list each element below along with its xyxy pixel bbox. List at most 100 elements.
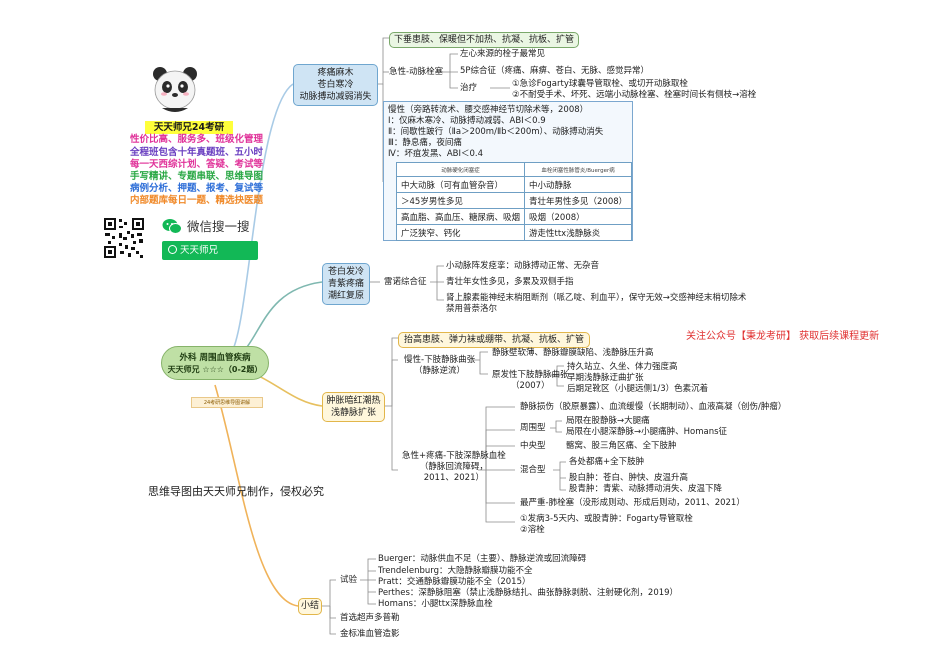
table-cell: ＞45岁男性多见 bbox=[395, 192, 526, 209]
central-tag: 24考研思维导图讲解 bbox=[191, 397, 263, 408]
chronic-line: Ⅱ：间歇性跛行（Ⅱa＞200m/Ⅱb＜200m）、动脉搏动消失 bbox=[388, 127, 604, 137]
dvt-central-label: 中央型 bbox=[520, 441, 546, 451]
brand-slogan-line: 每一天西综计划、答疑、考试等 bbox=[130, 159, 264, 170]
brand-slogan-line: 性价比高、服务多、班级化管理 bbox=[130, 134, 264, 145]
label-line: 2011、2021） bbox=[423, 473, 484, 483]
panda-logo bbox=[150, 64, 200, 116]
primary-varicose-item: 持久站立、久坐、体力强度高 bbox=[567, 362, 678, 372]
central-tag-text: 24考研思维导图讲解 bbox=[203, 400, 251, 406]
primary-varicose-item: 早期浅静脉迂曲扩张 bbox=[567, 373, 644, 383]
dvt-virchow: 静脉损伤（胶原暴露）、血流缓慢（长期制动）、血液高凝（创伤/肿瘤） bbox=[520, 402, 787, 412]
primary-varicose-item: 后期足靴区（小腿远侧1/3）色素沉着 bbox=[567, 384, 709, 394]
wechat-logo bbox=[162, 218, 182, 235]
table-cell: 青壮年男性多见（2008） bbox=[524, 192, 633, 209]
follow-notice: 关注公众号【秉龙考研】 获取后续课程更新 bbox=[686, 331, 880, 342]
table-cell: 吸烟（2008） bbox=[524, 208, 633, 225]
gold-standard-exam: 金标准血管造影 bbox=[340, 629, 400, 639]
brand-slogan-line: 手写精讲、专题串联、思维导图 bbox=[130, 171, 264, 182]
branch3-line: 肿胀暗红潮热 bbox=[326, 396, 381, 406]
chronic-line: Ⅳ：坏疽发黑、ABI＜0.4 bbox=[388, 149, 484, 159]
branch2-line: 潮红复原 bbox=[327, 291, 364, 301]
chronic-line: Ⅰ：仅麻木寒冷、动脉搏动减弱、ABI＜0.9 bbox=[388, 116, 546, 126]
dvt-mixed-item: 各处都痛+全下肢肿 bbox=[569, 457, 645, 467]
dvt-mixed-item: 股青肿：青紫、动脉搏动消失、皮温下降 bbox=[569, 484, 723, 494]
wechat-search-bar[interactable]: 天天师兄 bbox=[162, 241, 258, 260]
venous-chronic-item: 静脉壁软薄、静脉瓣膜缺陷、浅静脉压升高 bbox=[492, 348, 654, 358]
table-cell: 中小动静脉 bbox=[524, 176, 633, 193]
dvt-mixed-label: 混合型 bbox=[520, 465, 546, 475]
brand-slogan-line: 内部题库每日一题、精选抉医题 bbox=[130, 195, 264, 206]
branch3-treatment-header: 抬高患肢、弹力袜或绷带、抗凝、抗板、扩管 bbox=[398, 332, 591, 348]
central-title: 外科 周围血管疾病 bbox=[179, 353, 251, 363]
acute-arterial-item: 5P综合征（疼痛、麻痹、苍白、无脉、感觉异常） bbox=[460, 66, 650, 76]
brand-title: 天天师兄24考研 bbox=[145, 121, 233, 134]
chronic-line: Ⅲ：静息痛，夜间痛 bbox=[388, 138, 462, 148]
branch1-line: 动脉搏动减弱消失 bbox=[299, 92, 372, 102]
label-line: 慢性-下肢静脉曲张 bbox=[404, 355, 476, 365]
search-text: 天天师兄 bbox=[180, 245, 219, 256]
branch2-line: 苍白发冷 bbox=[327, 267, 364, 277]
branch2-line: 青紫疼痛 bbox=[327, 279, 364, 289]
table-header: 动脉硬化闭塞症 bbox=[395, 162, 526, 177]
branch3-line: 浅静脉扩张 bbox=[330, 408, 376, 418]
table-cell: 中大动脉（可有血管杂音） bbox=[395, 176, 526, 193]
table-row: 中大动脉（可有血管杂音） 中小动静脉 bbox=[395, 176, 633, 193]
dvt-treatment: ②溶栓 bbox=[520, 525, 545, 535]
dvt-label: 急性+疼痛-下肢深静脉血栓 （静脉回流障碍， 2011、2021） bbox=[402, 451, 506, 484]
label-line: （静脉回流障碍， bbox=[419, 462, 488, 472]
branch1-line: 疼痛麻木 bbox=[317, 68, 354, 78]
dvt-central-item: 髂窝、股三角区痛、全下肢肿 bbox=[566, 441, 677, 451]
raynaud-item: 禁用普萘洛尔 bbox=[446, 304, 498, 314]
clinical-test: Homans：小腿ttx深静脉血栓 bbox=[378, 599, 493, 609]
brand-slogan-line: 病例分析、押题、报考、复试等 bbox=[130, 183, 264, 194]
search-icon bbox=[168, 245, 177, 254]
acute-treatment-item: ②不耐受手术、坏死、远端小动脉栓塞、栓塞时间长有侧枝→溶栓 bbox=[512, 90, 757, 100]
primary-varicose-label: 原发性下肢静脉曲张 （2007） bbox=[492, 370, 569, 392]
brand-slogan-line: 全程班包含十年真题班、五小时 bbox=[130, 147, 264, 158]
branch1-treatment-header: 下垂患肢、保暖但不加热、抗凝、抗板、扩管 bbox=[389, 32, 580, 48]
venous-chronic-label: 慢性-下肢静脉曲张 （静脉逆流） bbox=[404, 355, 475, 377]
wechat-search-label: 微信搜一搜 bbox=[187, 219, 250, 234]
acute-arterial-item: 左心来源的栓子最常见 bbox=[460, 49, 546, 59]
clinical-test: Perthes：深静脉阻塞（禁止浅静脉结扎、曲张静脉剥脱、注射硬化剂，2019） bbox=[378, 588, 679, 598]
central-subtitle: 天天师兄 ☆☆☆（0-2题） bbox=[167, 365, 263, 374]
qr-code bbox=[103, 217, 145, 259]
table-header: 血栓闭塞性脉管炎/Buerger病 bbox=[524, 162, 633, 177]
first-choice-exam: 首选超声多普勒 bbox=[340, 613, 400, 623]
central-node[interactable]: 外科 周围血管疾病 天天师兄 ☆☆☆（0-2题） bbox=[161, 346, 269, 380]
table-cell: 广泛狭窄、钙化 bbox=[395, 224, 526, 241]
branch1-line: 苍白寒冷 bbox=[317, 80, 354, 90]
branch2-node[interactable]: 苍白发冷 青紫疼痛 潮红复原 bbox=[322, 263, 370, 305]
raynaud-label: 雷诺综合征 bbox=[384, 277, 427, 287]
raynaud-item: 肾上腺素能神经末梢阻断剂（哌乙啶、利血平），保守无效→交感神经末梢切除术 bbox=[446, 293, 747, 303]
clinical-test: Pratt：交通静脉瓣膜功能不全（2015） bbox=[378, 577, 531, 587]
dvt-peripheral-item: 局限在股静脉→大腿痛 bbox=[566, 416, 650, 426]
dvt-peripheral-label: 周围型 bbox=[520, 423, 546, 433]
raynaud-item: 小动脉阵发痉挛：动脉搏动正常、无杂音 bbox=[446, 261, 600, 271]
table-row: 高血脂、高血压、糖尿病、吸烟 吸烟（2008） bbox=[395, 208, 633, 225]
label-line: 原发性下肢静脉曲张 bbox=[492, 370, 569, 380]
label-line: 急性+疼痛-下肢深静脉血栓 bbox=[402, 451, 506, 461]
label-line: （2007） bbox=[510, 381, 550, 391]
chronic-line: 慢性（旁路转流术、腰交感神经节切除术等，2008） bbox=[388, 105, 589, 115]
clinical-test: Trendelenburg：大隐静脉瓣膜功能不全 bbox=[378, 566, 533, 576]
table-row: ＞45岁男性多见 青壮年男性多见（2008） bbox=[395, 192, 633, 209]
summary-node[interactable]: 小结 bbox=[298, 598, 322, 615]
acute-treatment-item: ①急诊Fogarty球囊导管取栓、或切开动脉取栓 bbox=[512, 79, 688, 89]
dvt-mixed-item: 股白肿：苍白、肿快、皮温升高 bbox=[569, 473, 689, 483]
table-cell: 游走性ttx浅静脉炎 bbox=[524, 224, 633, 241]
test-label: 试验 bbox=[340, 575, 358, 585]
raynaud-item: 青壮年女性多见，多累及双侧手指 bbox=[446, 277, 574, 287]
branch1-node[interactable]: 疼痛麻木 苍白寒冷 动脉搏动减弱消失 bbox=[293, 64, 378, 106]
dvt-treatment: ①发病3-5天内、或股青肿：Fogarty导管取栓 bbox=[520, 514, 693, 524]
acute-treatment-label: 治疗 bbox=[460, 83, 478, 93]
dvt-severe: 最严重-肺栓塞（没形成则动、形成后则动，2011、2021） bbox=[520, 498, 745, 508]
comparison-table: 动脉硬化闭塞症 血栓闭塞性脉管炎/Buerger病 中大动脉（可有血管杂音） 中… bbox=[395, 162, 633, 241]
copyright-notice: 思维导图由天天师兄制作，侵权必究 bbox=[148, 485, 324, 498]
table-cell: 高血脂、高血压、糖尿病、吸烟 bbox=[395, 208, 526, 225]
table-row: 广泛狭窄、钙化 游走性ttx浅静脉炎 bbox=[395, 224, 633, 241]
label-line: （静脉逆流） bbox=[414, 366, 466, 376]
clinical-test: Buerger：动脉供血不足（主要）、静脉逆流或回流障碍 bbox=[378, 554, 587, 564]
branch3-node[interactable]: 肿胀暗红潮热 浅静脉扩张 bbox=[322, 392, 385, 422]
acute-arterial-label: 急性-动脉栓塞 bbox=[389, 67, 444, 77]
